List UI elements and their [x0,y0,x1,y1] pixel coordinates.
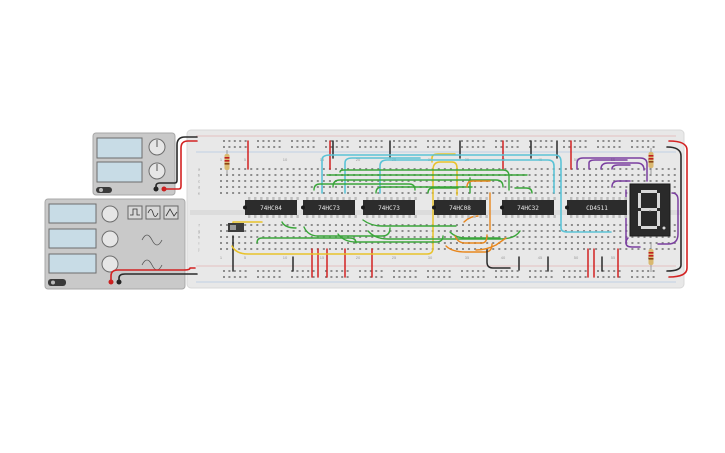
column-number: 5 [244,157,247,162]
signal-wire-orange[interactable] [454,234,488,244]
signal-wire-orange[interactable] [475,237,507,251]
signal-wire-orange[interactable] [445,243,493,253]
resistor-top-right[interactable] [648,148,654,174]
segment-wire-purple[interactable] [576,157,648,182]
row-letter: b [198,173,201,178]
digit-segments [638,190,666,230]
signal-wire-black[interactable] [486,249,511,269]
column-number: 50 [574,255,579,260]
signal-wire-green[interactable] [332,179,504,188]
ps-display-voltage [96,137,143,159]
row-letter: a [198,167,201,172]
resistor-bottom-right[interactable] [648,244,654,272]
amplitude-knob[interactable] [101,230,119,248]
segment-wire-purple[interactable] [600,162,645,171]
row-letter: c [198,179,200,184]
fg-power-switch[interactable] [48,279,66,286]
rail-jumper-black[interactable] [666,146,682,272]
signal-wire-green[interactable] [339,169,510,191]
column-number: 40 [501,255,506,260]
waveform-preview-icon [141,234,163,246]
segment-wire-purple[interactable] [588,159,628,170]
column-number: 20 [356,255,361,260]
seven-segment-display[interactable]: 8 [629,183,671,237]
function-generator[interactable] [44,198,186,290]
data-wire-cyan[interactable] [379,159,555,194]
resistor-top-left[interactable] [224,150,230,175]
segment-wire-purple[interactable] [625,189,641,248]
chip-label: 74HC73 [378,205,400,212]
column-number: 20 [356,157,361,162]
column-number: 1 [220,255,223,260]
wires[interactable] [110,136,688,283]
offset-waveform-icon [141,259,163,271]
signal-wire-green[interactable] [427,187,459,194]
column-number: 1 [220,157,223,162]
chip-label: 74HC04 [260,205,282,212]
row-letter: e [198,191,201,196]
square-wave-button[interactable] [127,205,143,220]
column-number: 30 [428,255,433,260]
data-wire-cyan[interactable] [344,157,421,194]
ic-chips[interactable]: 74HC04 74HC73 74HC73 74HC08 74HC32 CD4511 [243,197,627,218]
fg-display-offset [48,253,97,274]
segment-wire-purple[interactable] [611,164,631,170]
signal-wire-orange[interactable] [463,215,479,223]
fg-black-lead[interactable] [118,273,198,283]
chip-label: 74HC32 [517,205,539,212]
signal-wire-green[interactable] [362,219,457,227]
fg-display-amplitude [48,228,97,249]
offset-knob[interactable] [101,255,119,273]
column-number: 55 [611,255,616,260]
triangle-wave-button[interactable] [163,205,179,220]
ps-red-lead[interactable] [163,140,198,190]
signal-wire-green[interactable] [449,231,501,239]
column-number: 10 [283,157,288,162]
dc-power-supply[interactable] [92,132,176,196]
power-rail-lines [196,135,676,283]
slide-switch[interactable] [228,223,244,232]
signal-wire-orange[interactable] [466,180,491,188]
ic-chip-74hc73[interactable]: 74HC73 [301,197,357,218]
column-number: 25 [392,255,397,260]
row-letter: f [198,223,200,228]
signal-wire-green[interactable] [256,237,357,244]
row-letter: d [198,185,200,190]
column-number: 15 [320,255,325,260]
seven-segment-digit: 8 [649,209,651,213]
column-number: 50 [574,157,579,162]
column-number: 35 [465,255,470,260]
ps-display-current [96,161,143,183]
ic-chip-74hc08[interactable]: 74HC08 [432,197,488,218]
column-number: 45 [538,255,543,260]
column-number: 5 [244,255,247,260]
column-number: 10 [283,255,288,260]
row-letter: h [198,235,200,240]
chip-label: 74HC08 [449,205,471,212]
row-letter: i [199,241,200,246]
segment-wire-purple[interactable] [657,192,679,245]
signal-wire-green[interactable] [367,230,521,240]
signal-wire-green[interactable] [281,221,297,229]
row-letter: j [198,247,200,252]
frequency-knob[interactable] [101,205,119,223]
signal-wire-green[interactable] [303,226,391,237]
segment-wire-purple[interactable] [611,180,631,188]
ps-power-switch[interactable] [96,187,112,193]
ic-chip-74hc04[interactable]: 74HC04 [243,197,299,218]
rail-jumper-red[interactable] [668,140,688,278]
signal-wire-green[interactable] [375,186,473,194]
fg-display-frequency [48,203,97,224]
ic-chip-74hc32[interactable]: 74HC32 [500,197,556,218]
ps-black-lead[interactable] [155,136,198,190]
ic-chip-cd4511[interactable]: CD4511 [565,197,627,218]
data-wire-cyan[interactable] [321,154,612,233]
signal-wire-green[interactable] [514,187,533,194]
row-letter: g [198,229,200,234]
fg-red-lead[interactable] [110,267,196,283]
chip-label: CD4511 [586,205,608,212]
ic-chip-74hc73[interactable]: 74HC73 [361,197,417,218]
chip-label: 74HC73 [318,205,340,212]
